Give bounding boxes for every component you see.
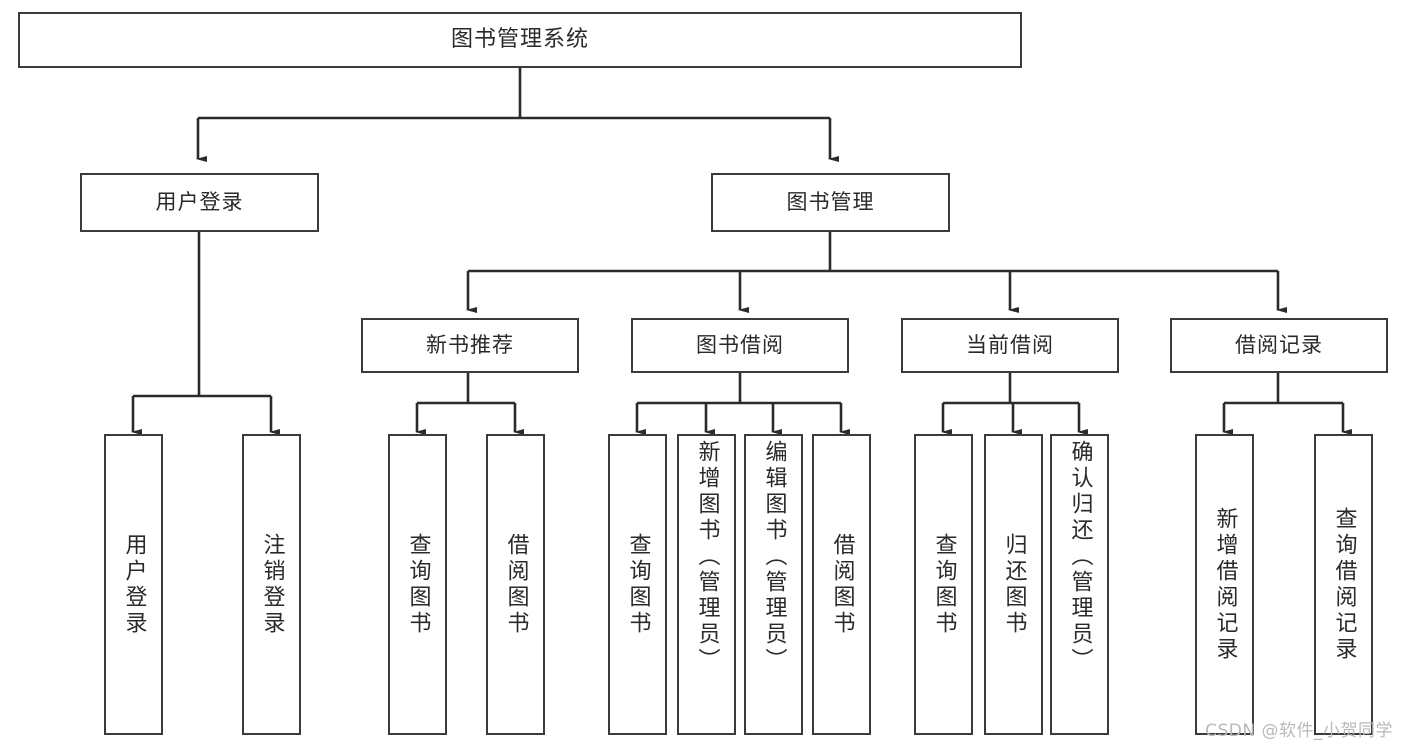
node-leaf-query-book-1[interactable]: 查询图书 xyxy=(388,434,447,735)
node-label: 新增图书（管理员） xyxy=(694,440,720,674)
node-book-manage[interactable]: 图书管理 xyxy=(711,173,950,232)
node-book-borrow[interactable]: 图书借阅 xyxy=(631,318,849,373)
node-label: 图书管理 xyxy=(786,190,875,215)
node-borrow-record[interactable]: 借阅记录 xyxy=(1170,318,1388,373)
node-label: 归还图书 xyxy=(1001,532,1027,637)
node-leaf-edit-book[interactable]: 编辑图书（管理员） xyxy=(744,434,803,735)
node-label: 新书推荐 xyxy=(426,333,514,358)
node-label: 借阅记录 xyxy=(1235,333,1323,358)
node-label: 注销登录 xyxy=(259,532,285,637)
node-current-borrow[interactable]: 当前借阅 xyxy=(901,318,1119,373)
node-leaf-return-book[interactable]: 归还图书 xyxy=(984,434,1043,735)
csdn-watermark: CSDN @软件_小贺同学 xyxy=(1205,721,1393,741)
node-label: 借阅图书 xyxy=(829,532,855,637)
node-label: 用户登录 xyxy=(121,532,147,637)
node-new-book-recommend[interactable]: 新书推荐 xyxy=(361,318,579,373)
node-leaf-add-record[interactable]: 新增借阅记录 xyxy=(1195,434,1254,735)
node-leaf-borrow-book-1[interactable]: 借阅图书 xyxy=(486,434,545,735)
node-leaf-borrow-book-2[interactable]: 借阅图书 xyxy=(812,434,871,735)
node-label: 确认归还（管理员） xyxy=(1067,440,1093,674)
node-leaf-user-login[interactable]: 用户登录 xyxy=(104,434,163,735)
node-label: 查询图书 xyxy=(625,532,651,637)
node-label: 查询图书 xyxy=(405,532,431,637)
node-leaf-query-book-3[interactable]: 查询图书 xyxy=(914,434,973,735)
node-label: 当前借阅 xyxy=(966,333,1054,358)
node-label: 图书管理系统 xyxy=(450,27,589,53)
node-leaf-query-book-2[interactable]: 查询图书 xyxy=(608,434,667,735)
node-label: 查询借阅记录 xyxy=(1331,506,1357,663)
node-label: 编辑图书（管理员） xyxy=(761,440,787,674)
node-label: 借阅图书 xyxy=(503,532,529,637)
node-leaf-confirm-return[interactable]: 确认归还（管理员） xyxy=(1050,434,1109,735)
node-root-system[interactable]: 图书管理系统 xyxy=(18,12,1022,68)
node-label: 用户登录 xyxy=(155,190,244,215)
node-label: 新增借阅记录 xyxy=(1212,506,1238,663)
node-user-login[interactable]: 用户登录 xyxy=(80,173,319,232)
node-label: 图书借阅 xyxy=(696,333,784,358)
node-leaf-query-record[interactable]: 查询借阅记录 xyxy=(1314,434,1373,735)
node-leaf-add-book[interactable]: 新增图书（管理员） xyxy=(677,434,736,735)
node-leaf-logout-login[interactable]: 注销登录 xyxy=(242,434,301,735)
node-label: 查询图书 xyxy=(931,532,957,637)
